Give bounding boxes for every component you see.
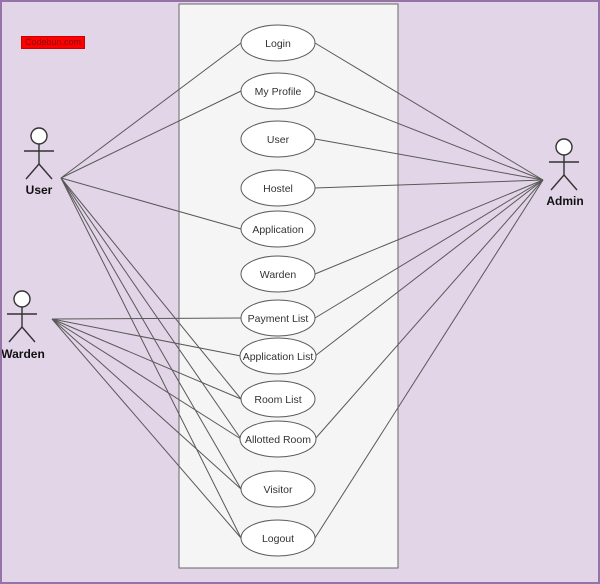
connection-lines — [51, 42, 544, 539]
actor-admin: Admin — [546, 138, 584, 208]
actor-label: Admin — [546, 194, 583, 208]
usecase-label: Login — [265, 38, 291, 50]
usecase-oval — [239, 337, 317, 375]
association-line — [314, 179, 544, 189]
usecase-label: Room List — [254, 394, 301, 406]
association-line — [51, 318, 242, 440]
association-line — [51, 318, 242, 539]
usecase-oval — [240, 210, 316, 248]
association-line — [60, 177, 242, 440]
usecase-label: Visitor — [264, 484, 293, 496]
usecase-label: Allotted Room — [245, 434, 311, 446]
association-line — [314, 179, 544, 357]
usecase-payment-list: Payment List — [240, 299, 316, 337]
usecase-label: Hostel — [263, 183, 293, 195]
association-line — [60, 90, 242, 179]
association-line — [60, 177, 242, 490]
association-line — [314, 90, 544, 181]
usecase-label: Payment List — [248, 313, 309, 325]
usecase-label: Logout — [262, 533, 294, 545]
association-line — [314, 179, 544, 319]
association-line — [51, 318, 242, 400]
codebun-watermark: Codebun.com — [21, 36, 86, 49]
usecase-oval — [240, 255, 316, 293]
usecase-oval — [240, 24, 316, 62]
association-line — [60, 177, 242, 230]
usecase-label: My Profile — [255, 86, 302, 98]
usecase-visitor: Visitor — [240, 470, 316, 508]
usecase-oval — [239, 420, 317, 458]
actor-label: User — [26, 183, 53, 197]
association-line — [314, 42, 544, 181]
association-line — [314, 179, 544, 275]
association-line — [60, 42, 242, 179]
usecase-label: User — [267, 134, 290, 146]
usecase-application: Application — [240, 210, 316, 248]
usecase-oval — [240, 470, 316, 508]
actor-head — [555, 138, 573, 156]
actor-label: Warden — [2, 347, 45, 361]
actor-head — [13, 290, 31, 308]
usecase-label: Application List — [243, 351, 314, 363]
association-line — [60, 177, 242, 400]
usecase-oval — [240, 120, 316, 158]
usecase-oval — [240, 169, 316, 207]
usecase-application-list: Application List — [239, 337, 317, 375]
association-line — [314, 179, 544, 539]
usecase-login: Login — [240, 24, 316, 62]
usecase-logout: Logout — [240, 519, 316, 557]
usecase-oval — [240, 380, 316, 418]
usecase-label: Application — [252, 224, 304, 236]
association-line — [314, 179, 544, 440]
usecase-oval — [240, 299, 316, 337]
usecase-oval — [240, 72, 316, 110]
association-line — [51, 318, 242, 490]
usecase-my-profile: My Profile — [240, 72, 316, 110]
usecase-allotted-room: Allotted Room — [239, 420, 317, 458]
actor-warden: Warden — [2, 290, 45, 361]
usecase-warden: Warden — [240, 255, 316, 293]
association-line — [314, 138, 544, 181]
actor-head — [30, 127, 48, 145]
usecase-hostel: Hostel — [240, 169, 316, 207]
usecase-label: Warden — [260, 269, 297, 281]
usecase-user: User — [240, 120, 316, 158]
association-line — [51, 318, 242, 357]
association-line — [60, 177, 242, 539]
usecase-oval — [240, 519, 316, 557]
association-line — [51, 317, 242, 320]
actor-user: User — [24, 127, 54, 197]
usecase-room-list: Room List — [240, 380, 316, 418]
